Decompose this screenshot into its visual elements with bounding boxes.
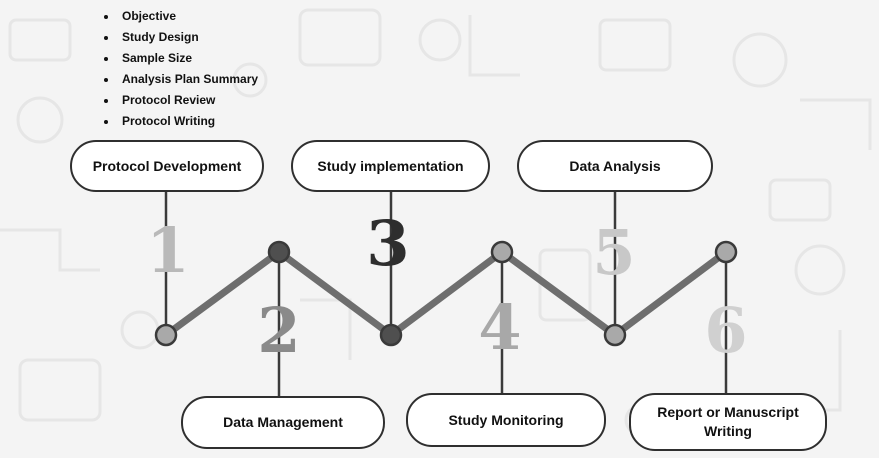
step-number-3: 3 xyxy=(366,207,410,280)
list-item: Sample Size xyxy=(100,48,258,69)
node-3 xyxy=(379,323,403,347)
stage-study-monitoring: Study Monitoring xyxy=(406,393,606,447)
list-item: Protocol Writing xyxy=(100,111,258,132)
protocol-items-list: Objective Study Design Sample Size Analy… xyxy=(100,6,258,132)
node-5 xyxy=(603,323,627,347)
list-item: Analysis Plan Summary xyxy=(100,69,258,90)
stage-protocol-development: Protocol Development xyxy=(70,140,264,192)
stage-report-writing: Report or Manuscript Writing xyxy=(629,393,827,451)
step-number-2: 2 xyxy=(257,294,301,367)
list-item: Objective xyxy=(100,6,258,27)
node-6 xyxy=(714,240,738,264)
step-number-6: 6 xyxy=(704,294,748,367)
stage-data-analysis: Data Analysis xyxy=(517,140,713,192)
step-number-1: 1 xyxy=(146,214,190,287)
node-1 xyxy=(154,323,178,347)
step-number-5: 5 xyxy=(592,216,636,289)
list-item: Study Design xyxy=(100,27,258,48)
stage-study-implementation: Study implementation xyxy=(291,140,490,192)
connectors xyxy=(164,192,728,396)
node-4 xyxy=(490,240,514,264)
step-number-4: 4 xyxy=(478,291,522,364)
node-2 xyxy=(267,240,291,264)
zigzag-path xyxy=(162,248,730,339)
nodes xyxy=(154,240,738,347)
list-item: Protocol Review xyxy=(100,90,258,111)
stage-data-management: Data Management xyxy=(181,396,385,449)
